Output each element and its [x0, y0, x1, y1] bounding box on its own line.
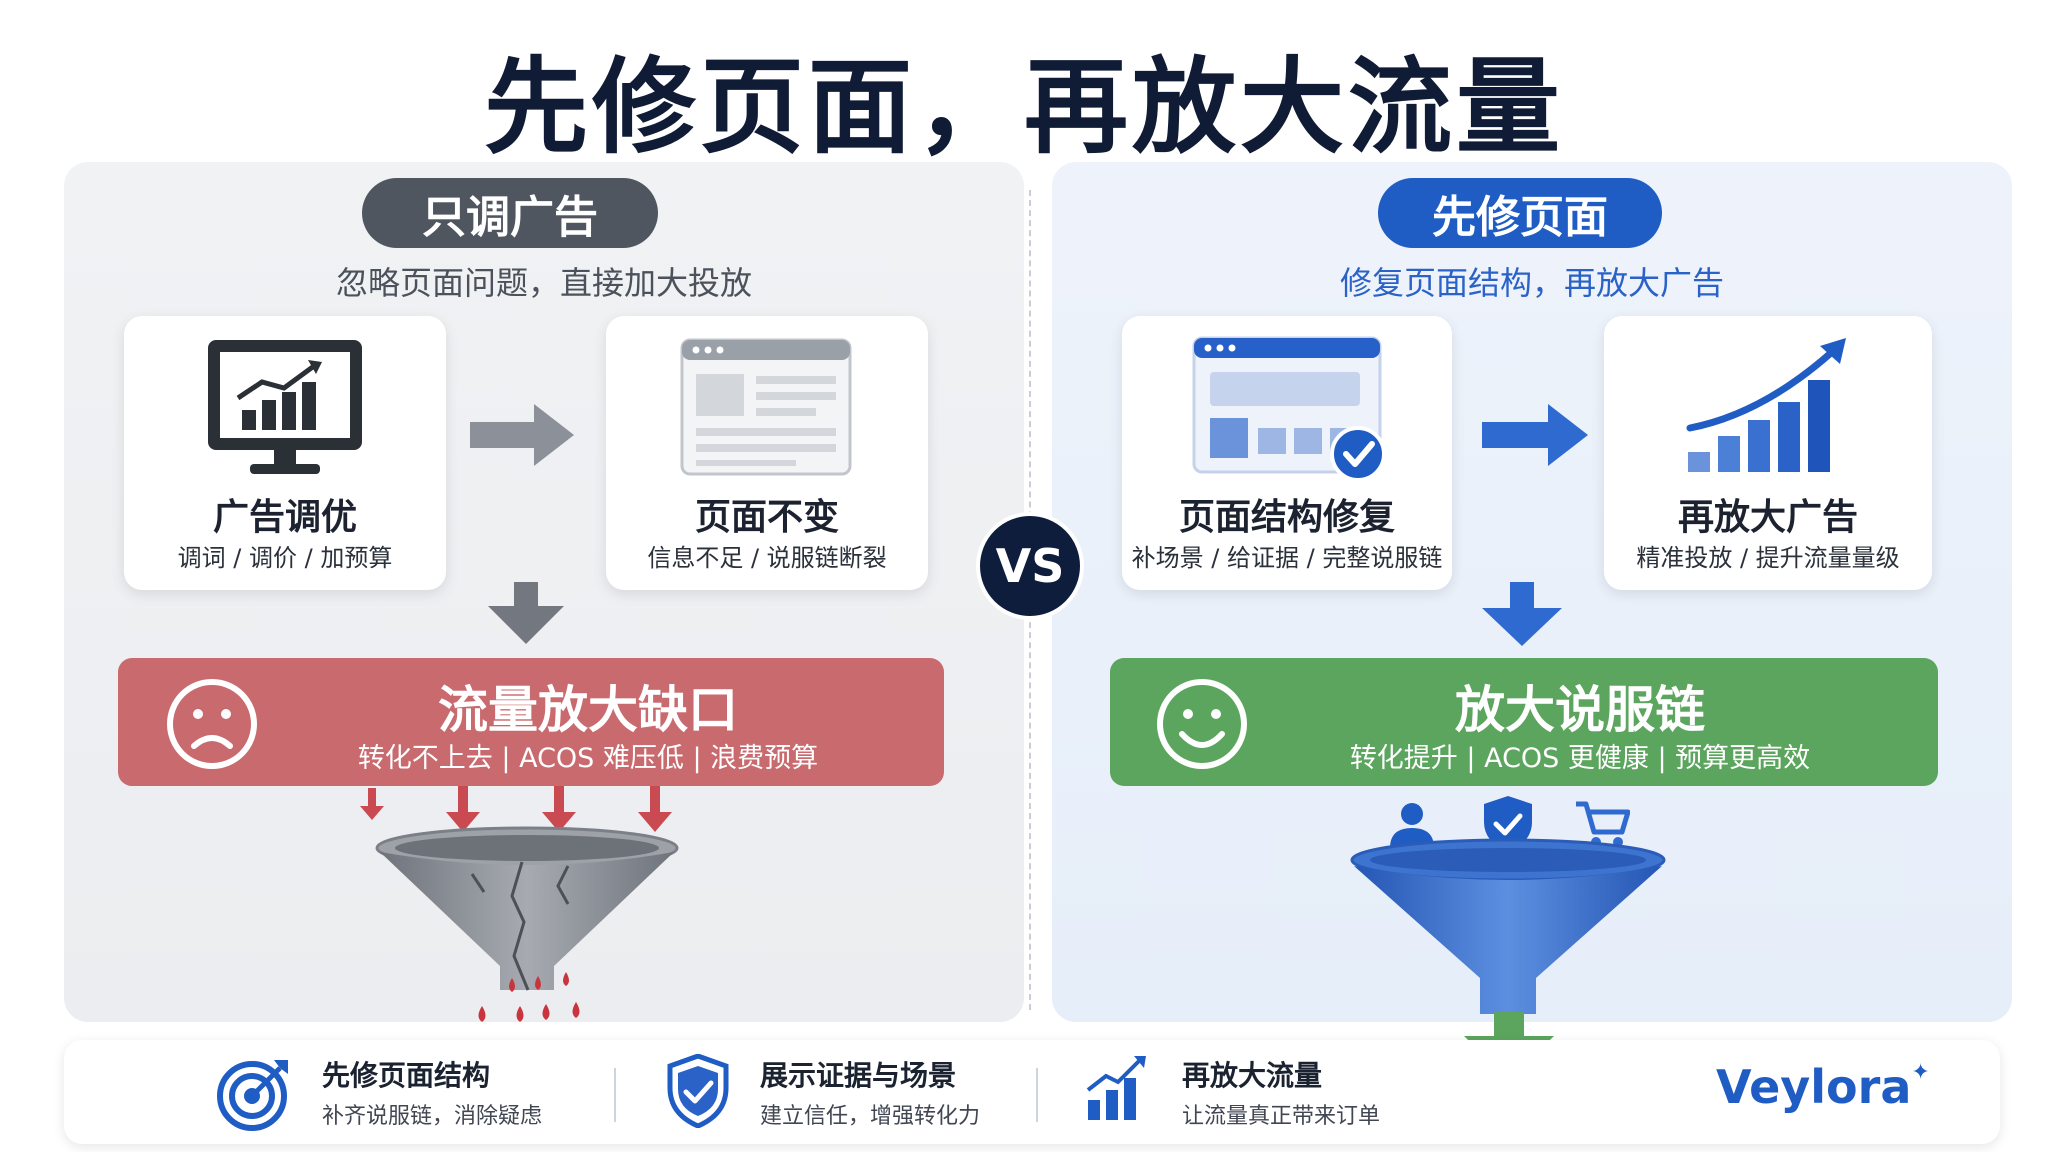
browser-page-icon: [680, 338, 852, 476]
right-pill: 先修页面: [1378, 178, 1662, 248]
card-title: 再放大广告: [1677, 497, 1858, 538]
arrow-right-icon: [1482, 404, 1588, 466]
page-check-icon: [1192, 336, 1386, 482]
arrow-right-icon: [470, 404, 574, 466]
separator: [1036, 1068, 1038, 1122]
feature-desc: 让流量真正带来订单: [1182, 1104, 1381, 1129]
right-subtitle: 修复页面结构，再放大广告: [1339, 264, 1724, 302]
shield-check-icon: [1484, 796, 1532, 852]
card-title: 页面结构修复: [1178, 497, 1395, 538]
left-banner: 流量放大缺口 转化不上去 | ACOS 难压低 | 浪费预算: [118, 658, 944, 786]
bar-chart-icon: [1086, 1056, 1146, 1120]
target-icon: [217, 1060, 288, 1131]
left-pill: 只调广告: [362, 178, 658, 248]
right-card-page-fix: 页面结构修复 补场景 / 给证据 / 完整说服链: [1122, 316, 1452, 590]
sad-face-icon: [167, 679, 257, 769]
banner-title: 流量放大缺口: [438, 681, 738, 739]
banner-title: 放大说服链: [1455, 681, 1705, 739]
shield-check-icon: [667, 1054, 729, 1128]
left-subtitle: 忽略页面问题，直接加大投放: [335, 264, 752, 302]
banner-desc: 转化提升 | ACOS 更健康 | 预算更高效: [1349, 743, 1811, 774]
banner-desc: 转化不上去 | ACOS 难压低 | 浪费预算: [357, 743, 819, 774]
feature-title: 再放大流量: [1182, 1059, 1323, 1092]
card-desc: 精准投放 / 提升流量量级: [1636, 544, 1900, 572]
card-desc: 调词 / 调价 / 加预算: [177, 544, 393, 572]
monitor-chart-icon: [208, 340, 362, 474]
feature-desc: 补齐说服链，消除疑虑: [322, 1104, 543, 1129]
broken-funnel-icon: [375, 826, 679, 1022]
feature-desc: 建立信任，增强转化力: [760, 1104, 981, 1129]
feature-title: 展示证据与场景: [760, 1059, 957, 1092]
left-card-page-unchanged: 页面不变 信息不足 / 说服链断裂: [606, 316, 928, 590]
vs-badge: VS: [976, 512, 1084, 620]
left-card-ad-tuning: 广告调优 调词 / 调价 / 加预算: [124, 316, 446, 590]
brand-logo: Veylora✦: [1716, 1060, 1930, 1114]
separator: [614, 1068, 616, 1122]
card-title: 广告调优: [212, 497, 357, 538]
right-banner: 放大说服链 转化提升 | ACOS 更健康 | 预算更高效: [1110, 658, 1938, 786]
feature-title: 先修页面结构: [322, 1059, 491, 1092]
card-desc: 补场景 / 给证据 / 完整说服链: [1131, 544, 1443, 572]
card-title: 页面不变: [694, 497, 839, 538]
smile-face-icon: [1157, 679, 1247, 769]
page-title: 先修页面，再放大流量: [483, 46, 1564, 168]
bottom-summary-bar: [64, 1040, 2000, 1144]
right-card-scale-ads: 再放大广告 精准投放 / 提升流量量级: [1604, 316, 1932, 590]
growth-chart-icon: [1686, 338, 1846, 472]
arrow-down-icon: [488, 582, 564, 644]
leak-arrows-icon: [360, 786, 672, 832]
funnel-icon: [1350, 838, 1666, 1014]
sparkle-icon: ✦: [1911, 1060, 1930, 1085]
card-desc: 信息不足 / 说服链断裂: [647, 544, 887, 572]
brand-name: Veylora: [1716, 1060, 1912, 1114]
arrow-down-icon: [1482, 582, 1562, 646]
